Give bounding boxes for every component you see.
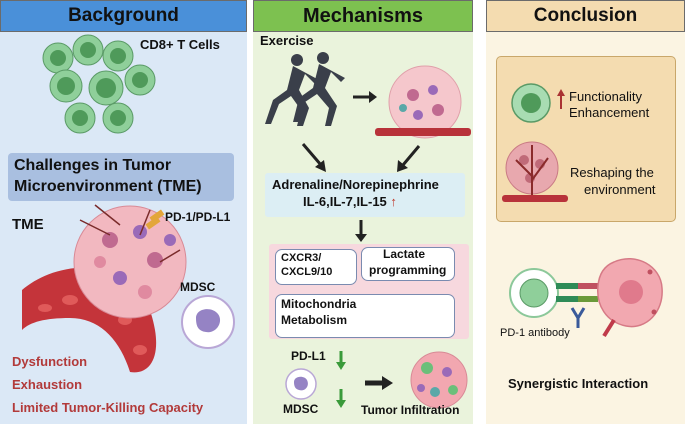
pd1-antibody-label: PD-1 antibody — [500, 327, 570, 339]
mechanisms-panel: Mechanisms — [253, 0, 473, 424]
challenges-title-line1: Challenges in Tumor — [14, 157, 172, 174]
runners-icon — [265, 52, 345, 126]
tumor-vessel-icon — [375, 65, 471, 139]
cytokines-text: IL-6,IL-7,IL-15 — [303, 194, 387, 209]
synergistic-interaction-label: Synergistic Interaction — [508, 376, 649, 391]
mito-box — [275, 294, 455, 338]
mito-line1: Mitochondria — [281, 297, 357, 311]
mdsc-label-mech: MDSC — [283, 402, 319, 416]
cytokines-up-arrow: ↑ — [390, 194, 397, 209]
cxcr-line2: CXCL9/10 — [281, 266, 333, 278]
arrow-down-right-icon — [301, 143, 326, 172]
mechanisms-header: Mechanisms — [253, 0, 473, 32]
t-cell-interaction-icon — [509, 268, 559, 318]
challenges-title-box — [8, 153, 234, 201]
arrow-right-icon — [353, 91, 377, 103]
outcome-dysfunction: Dysfunction — [12, 354, 88, 369]
outcome-exhaustion: Exhaustion — [12, 377, 83, 392]
conclusion-header: Conclusion — [486, 0, 685, 32]
cd8-t-cell-cluster-icon — [42, 34, 156, 134]
reshaped-tumor-icon — [502, 141, 568, 202]
mechanisms-illustrations — [265, 52, 471, 409]
lactate-line2: programming — [369, 263, 447, 277]
mdsc-down-arrow-icon — [336, 389, 346, 408]
cxcr-line1: CXCR3/ — [281, 252, 322, 264]
conclusion-illustrations — [502, 83, 663, 338]
pd1-antibody-icon — [570, 307, 586, 328]
tme-label: TME — [12, 216, 44, 233]
arrow-down-icon — [355, 220, 367, 242]
pdl1-label: PD-L1 — [291, 349, 326, 363]
hormones-line1: Adrenaline/Norepinephrine — [272, 177, 439, 192]
cd8-t-cells-label: CD8+ T Cells — [140, 37, 220, 52]
cxcr-box — [275, 249, 357, 285]
exercise-label: Exercise — [260, 33, 314, 48]
pd1-pdl1-binding-icon — [556, 283, 598, 302]
lactate-line1: Lactate — [383, 247, 426, 261]
mechanisms-title: Mechanisms — [302, 4, 424, 27]
pd1-pdl1-label: PD-1/PD-L1 — [165, 210, 231, 224]
background-header: Background — [0, 0, 247, 32]
mdsc-cell-icon — [181, 295, 235, 349]
outcomes-box — [496, 56, 676, 222]
tumor-infiltration-label: Tumor Infiltration — [361, 403, 460, 417]
arrow-to-infiltration-icon — [365, 376, 393, 390]
hormones-box — [265, 173, 465, 217]
background-title: Background — [68, 5, 179, 26]
tumor-mass-icon — [73, 204, 187, 319]
pd1-receptor-icon — [145, 209, 165, 230]
background-illustrations — [22, 34, 235, 373]
mito-line2: Metabolism — [281, 313, 348, 327]
tumor-infiltration-icon — [410, 351, 468, 409]
mdsc-label: MDSC — [180, 280, 216, 294]
outcome-limited-capacity: Limited Tumor-Killing Capacity — [12, 400, 204, 415]
reshape-line2: environment — [584, 182, 656, 197]
reshape-line1: Reshaping the — [570, 165, 654, 180]
challenges-title-line2: Microenvironment (TME) — [14, 178, 202, 195]
lactate-box — [361, 247, 455, 281]
arrow-down-left-icon — [397, 145, 421, 172]
conclusion-panel: Conclusion — [486, 0, 685, 424]
mdsc-small-icon — [285, 368, 317, 400]
enhancement-up-arrow-icon — [557, 89, 565, 109]
conclusion-title: Conclusion — [533, 5, 638, 26]
functionality-line1: Functionality — [569, 89, 642, 104]
tumor-cell-icon — [597, 257, 663, 338]
functionality-line2: Enhancement — [569, 105, 650, 120]
background-panel: Background — [0, 0, 247, 424]
hormones-line2: IL-6,IL-7,IL-15 ↑ — [303, 194, 397, 210]
t-cell-icon — [511, 83, 551, 123]
pdl1-down-arrow-icon — [336, 351, 346, 370]
